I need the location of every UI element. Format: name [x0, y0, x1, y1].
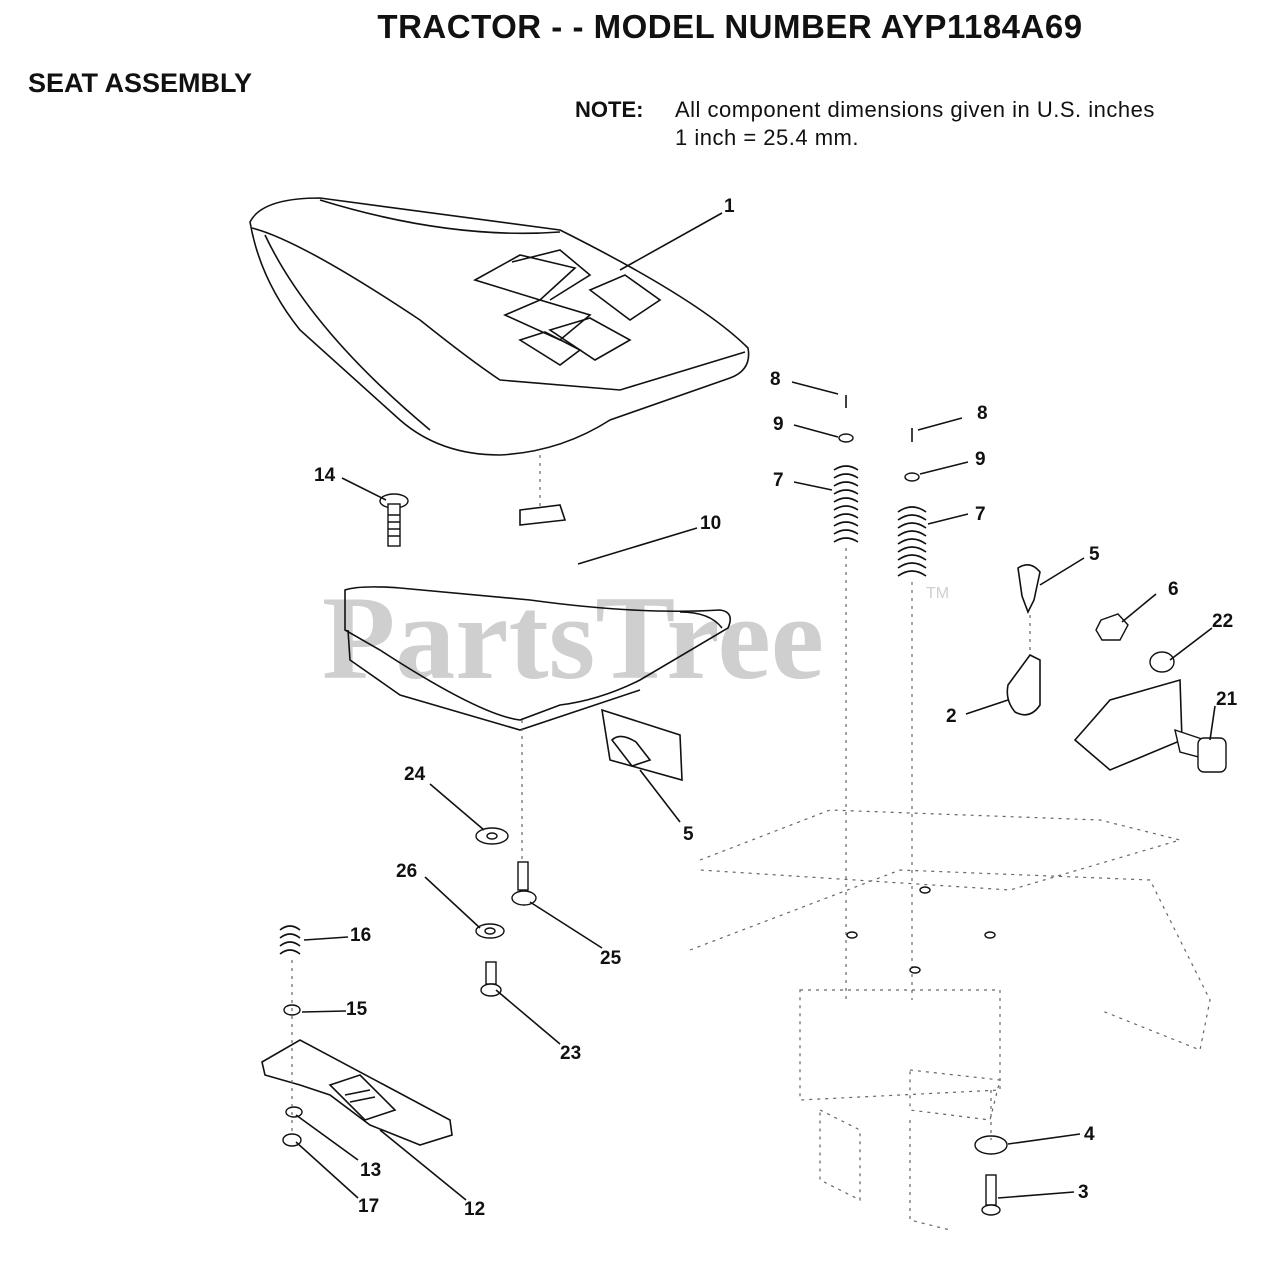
bracket-parts-right [610, 564, 1227, 773]
callout-16: 16 [350, 925, 371, 946]
seat-slide-bracket [261, 925, 453, 1147]
watermark-tm: TM [926, 585, 949, 602]
callout-23: 23 [560, 1043, 581, 1064]
tractor-frame-outline [689, 809, 1211, 1231]
note-line-1: All component dimensions given in U.S. i… [675, 97, 1155, 122]
callout-3: 3 [1078, 1182, 1089, 1203]
callout-25: 25 [600, 948, 622, 969]
callout-22: 22 [1212, 611, 1233, 632]
callout-10: 10 [700, 513, 721, 534]
callout-8-right: 8 [977, 403, 988, 424]
callout-12: 12 [464, 1199, 485, 1220]
callout-21: 21 [1216, 689, 1238, 710]
page-title: TRACTOR - - MODEL NUMBER AYP1184A69 [377, 8, 1083, 45]
seat-part [249, 197, 750, 456]
section-subtitle: SEAT ASSEMBLY [28, 68, 253, 98]
spring-7-right [897, 428, 927, 1000]
callout-5-lower: 5 [683, 824, 694, 845]
callout-14: 14 [314, 465, 336, 486]
callout-2: 2 [946, 706, 957, 727]
callout-26: 26 [396, 861, 417, 882]
hardware-left-stack [475, 720, 537, 997]
watermark-text: PartsTree [322, 571, 824, 704]
dimension-note: NOTE: All component dimensions given in U… [575, 96, 1155, 152]
callout-13: 13 [360, 1160, 381, 1181]
callout-9-left: 9 [773, 414, 784, 435]
callout-15: 15 [346, 999, 368, 1020]
callout-1: 1 [724, 196, 735, 217]
bolt-3-washer-4 [974, 1090, 1008, 1216]
leader-lines [295, 212, 1216, 1201]
bolt-14 [379, 493, 409, 547]
seat-pan-part [344, 455, 731, 782]
callout-17: 17 [358, 1196, 379, 1217]
callout-7-right: 7 [975, 504, 986, 525]
callout-8-left: 8 [770, 369, 781, 390]
spring-7-left [833, 395, 859, 1000]
note-label: NOTE: [575, 97, 644, 122]
callout-9-right: 9 [975, 449, 986, 470]
note-line-2: 1 inch = 25.4 mm. [675, 125, 859, 150]
callout-24: 24 [404, 764, 426, 785]
callout-5-right: 5 [1089, 544, 1100, 565]
callout-6: 6 [1168, 579, 1179, 600]
callout-4: 4 [1084, 1124, 1095, 1145]
callout-7-left: 7 [773, 470, 784, 491]
